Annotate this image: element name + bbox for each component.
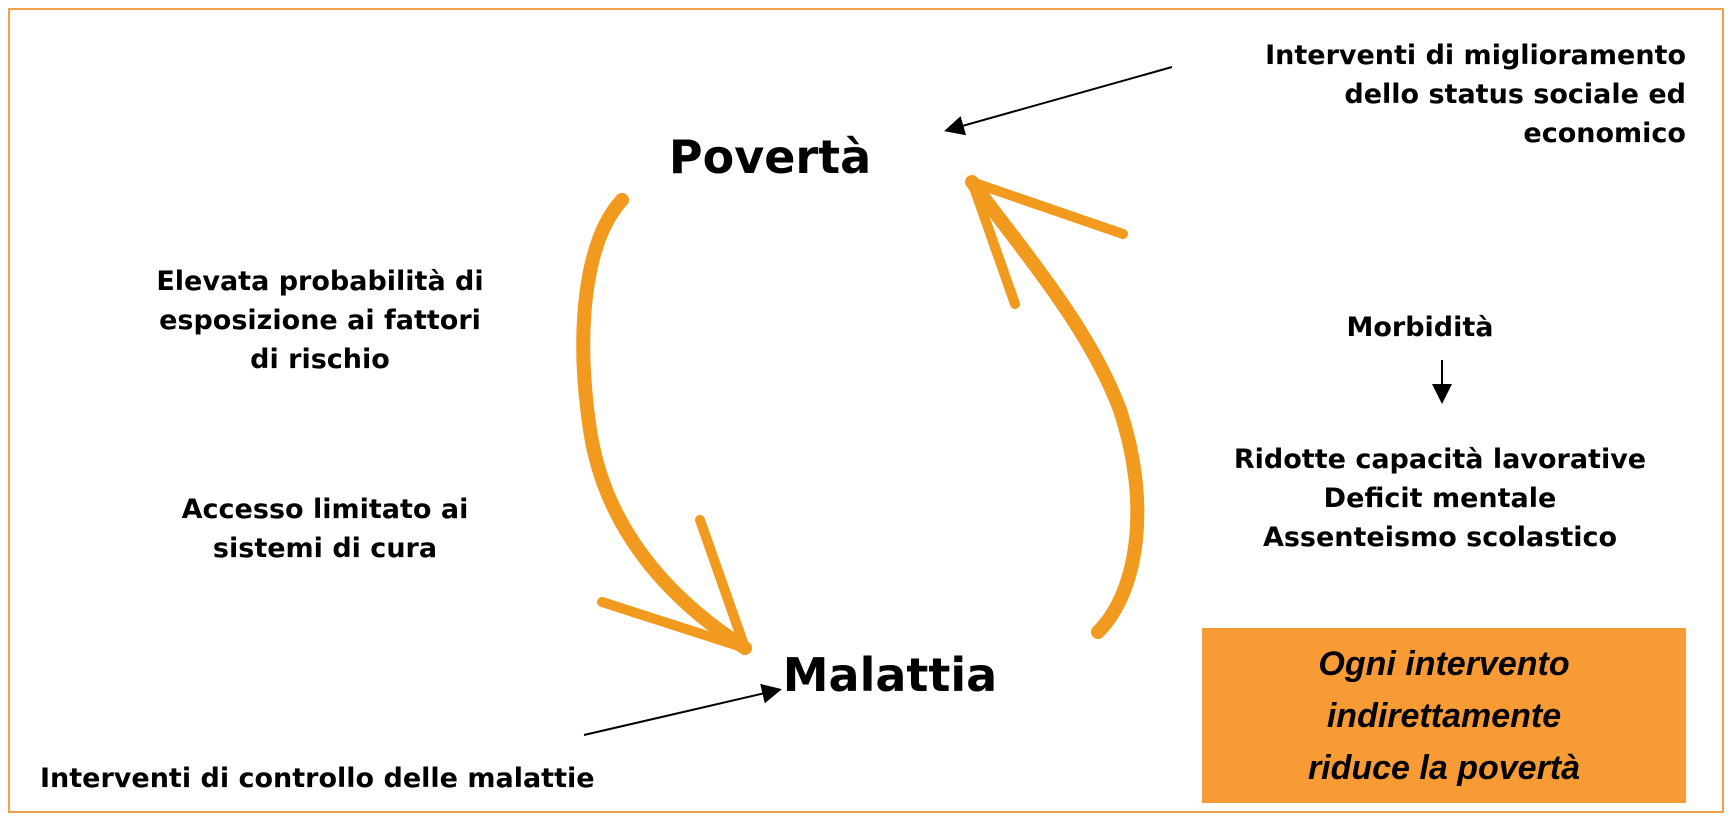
status-interventions-text: Interventi di miglioramento dello status… bbox=[1120, 36, 1686, 153]
limited-access-text: Accesso limitato ai sistemi di cura bbox=[130, 490, 520, 568]
conclusion-line: indirettamente bbox=[1326, 697, 1562, 735]
risk-exposure-text: Elevata probabilità di esposizione ai fa… bbox=[110, 262, 530, 379]
risk-exposure-line: Elevata probabilità di bbox=[156, 266, 484, 297]
effect-line: Deficit mentale bbox=[1323, 483, 1557, 514]
effect-line: Assenteismo scolastico bbox=[1262, 522, 1618, 553]
limited-access-line: Accesso limitato ai bbox=[181, 494, 469, 525]
conclusion-line: riduce la povertà bbox=[1307, 749, 1581, 787]
conclusion-callout: Ogni intervento indirettamente riduce la… bbox=[1202, 628, 1686, 803]
morbidity-label: Morbidità bbox=[1346, 312, 1494, 343]
status-interventions-line: Interventi di miglioramento bbox=[1265, 40, 1686, 71]
limited-access-line: sistemi di cura bbox=[212, 533, 438, 564]
control-pointer-arrow-icon bbox=[583, 683, 782, 736]
disease-node-label: Malattia bbox=[782, 648, 998, 702]
risk-exposure-line: di rischio bbox=[250, 344, 390, 375]
status-pointer-arrow-icon bbox=[944, 66, 1173, 136]
morbidity-effects-text: Ridotte capacità lavorative Deficit ment… bbox=[1160, 440, 1720, 557]
cycle-arrow-left-icon bbox=[576, 193, 752, 655]
effect-line: Ridotte capacità lavorative bbox=[1233, 444, 1647, 475]
poverty-node-label: Povertà bbox=[668, 130, 872, 184]
risk-exposure-line: esposizione ai fattori bbox=[159, 305, 481, 336]
slide-frame bbox=[8, 8, 1724, 813]
cycle-arrow-right-icon bbox=[965, 175, 1145, 639]
conclusion-line: Ogni intervento bbox=[1318, 645, 1570, 683]
disease-control-text: Interventi di controllo delle malattie bbox=[40, 763, 595, 794]
status-interventions-line: dello status sociale ed bbox=[1344, 79, 1686, 110]
status-interventions-line: economico bbox=[1523, 118, 1686, 149]
conclusion-text: Ogni intervento indirettamente riduce la… bbox=[1202, 638, 1686, 794]
